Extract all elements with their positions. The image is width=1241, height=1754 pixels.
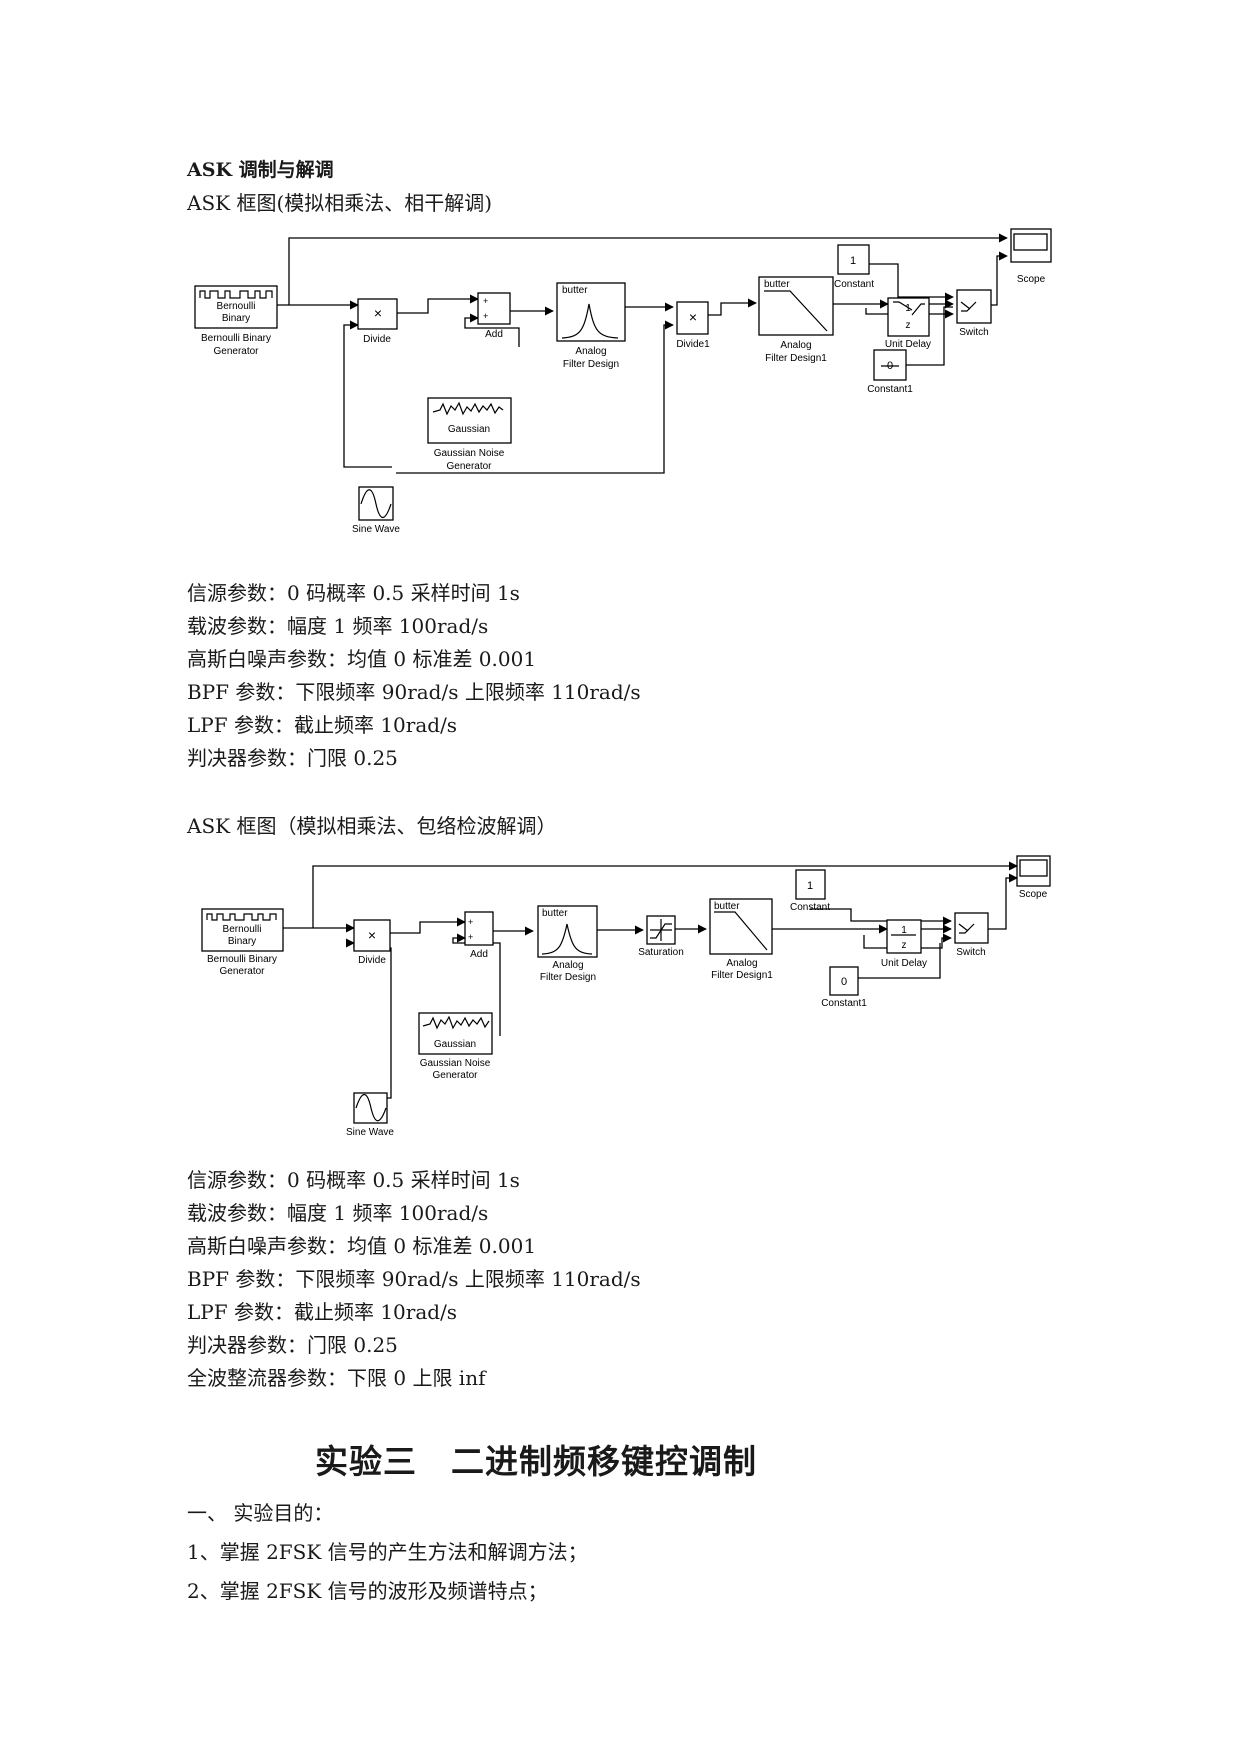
constant1-label: Constant1 [867, 384, 913, 395]
bernoulli-label-l1-2: Bernoulli Binary [207, 954, 277, 965]
unit-delay-den-2: z [902, 940, 907, 951]
divide-label-2: Divide [358, 955, 386, 966]
svg-text:+: + [468, 917, 473, 927]
gaussian-label-l2: Generator [446, 461, 492, 472]
param-line: 判决器参数：门限 0.25 [187, 1333, 398, 1357]
switch-label-2: Switch [956, 947, 985, 958]
param-line: 信源参数：0 码概率 0.5 采样时间 1s [187, 581, 520, 605]
purpose-item: 1、掌握 2FSK 信号的产生方法和解调方法； [187, 1540, 588, 1564]
constant-label-2: Constant [790, 902, 830, 913]
divide1-icon: × [689, 309, 697, 325]
bernoulli-label-l2-2: Generator [219, 966, 265, 977]
param-line: BPF 参数：下限频率 90rad/s 上限频率 110rad/s [187, 1267, 641, 1291]
filter1-label-l2: Filter Design1 [765, 353, 827, 364]
filter1-label-l1: Analog [780, 340, 811, 351]
gaussian-icon-text: Gaussian [448, 424, 490, 435]
unit-delay-label: Unit Delay [885, 339, 931, 350]
constant-value-2: 1 [807, 880, 813, 892]
constant1-value-2: 0 [841, 976, 847, 988]
param-line: 判决器参数：门限 0.25 [187, 746, 398, 770]
bernoulli-icon-l2-2: Binary [228, 936, 256, 947]
svg-text:+: + [483, 311, 488, 321]
filter1-icon-text-2: butter [714, 901, 740, 912]
unit-delay-num-2: 1 [901, 925, 907, 936]
divide-label: Divide [363, 334, 391, 345]
gaussian-label-l2-2: Generator [432, 1070, 478, 1081]
filter-icon-text-2: butter [542, 908, 568, 919]
param-line: 信源参数：0 码概率 0.5 采样时间 1s [187, 1168, 520, 1192]
filter-label-l1: Analog [575, 346, 606, 357]
figure2-caption: ASK 框图（模拟相乘法、包络检波解调） [187, 814, 557, 838]
switch-label: Switch [959, 327, 988, 338]
section-heading: ASK 调制与解调 [187, 159, 334, 181]
sine-label: Sine Wave [352, 524, 400, 535]
bernoulli-icon-l1-2: Bernoulli [223, 924, 262, 935]
sine-label-2: Sine Wave [346, 1127, 394, 1138]
params-list-1: 信源参数：0 码概率 0.5 采样时间 1s 载波参数：幅度 1 频率 100r… [187, 577, 641, 775]
divide-icon: × [374, 305, 382, 321]
filter-label-l2-2: Filter Design [540, 972, 596, 983]
experiment-title: 实验三 二进制频移键控调制 [315, 1442, 757, 1481]
filter1-label-l2-2: Filter Design1 [711, 970, 773, 981]
param-line: 载波参数：幅度 1 频率 100rad/s [187, 614, 489, 638]
gaussian-icon-text-2: Gaussian [434, 1039, 476, 1050]
constant1-label-2: Constant1 [821, 998, 867, 1009]
constant-value: 1 [850, 255, 856, 267]
param-line: 高斯白噪声参数：均值 0 标准差 0.001 [187, 1234, 537, 1258]
figure1-caption: ASK 框图(模拟相乘法、相干解调) [187, 191, 493, 215]
gaussian-label-l1: Gaussian Noise [434, 448, 505, 459]
bernoulli-label-l1: Bernoulli Binary [201, 333, 271, 344]
filter-label-l2: Filter Design [563, 359, 619, 370]
svg-text:+: + [468, 932, 473, 942]
divide2-icon: × [368, 927, 376, 943]
purpose-item: 2、掌握 2FSK 信号的波形及频谱特点； [187, 1579, 548, 1603]
filter-label-l1-2: Analog [552, 960, 583, 971]
divide1-label: Divide1 [676, 339, 710, 350]
bernoulli-label-l2: Generator [213, 346, 259, 357]
add-label-2: Add [470, 949, 488, 960]
unit-delay-num: 1 [905, 303, 911, 314]
filter-icon-text: butter [562, 285, 588, 296]
param-line: 高斯白噪声参数：均值 0 标准差 0.001 [187, 647, 537, 671]
scope-label-2: Scope [1019, 889, 1048, 900]
add-label: Add [485, 329, 503, 340]
gaussian-label-l1-2: Gaussian Noise [420, 1058, 491, 1069]
scope-label: Scope [1017, 274, 1046, 285]
param-line: 全波整流器参数：下限 0 上限 inf [187, 1366, 486, 1390]
constant1-value: 0 [887, 360, 893, 372]
filter1-label-l1-2: Analog [726, 958, 757, 969]
param-line: 载波参数：幅度 1 频率 100rad/s [187, 1201, 489, 1225]
params-list-2: 信源参数：0 码概率 0.5 采样时间 1s 载波参数：幅度 1 频率 100r… [187, 1164, 641, 1395]
param-line: BPF 参数：下限频率 90rad/s 上限频率 110rad/s [187, 680, 641, 704]
param-line: LPF 参数：截止频率 10rad/s [187, 713, 458, 737]
param-line: LPF 参数：截止频率 10rad/s [187, 1300, 458, 1324]
saturation-label: Saturation [638, 947, 684, 958]
svg-text:+: + [483, 296, 488, 306]
unit-delay-den: z [906, 320, 911, 331]
filter1-icon-text: butter [764, 279, 790, 290]
unit-delay-label-2: Unit Delay [881, 958, 927, 969]
constant-label: Constant [834, 279, 874, 290]
purpose-heading: 一、 实验目的： [187, 1501, 334, 1525]
bernoulli-icon-l2: Binary [222, 313, 250, 324]
bernoulli-icon-l1: Bernoulli [217, 301, 256, 312]
